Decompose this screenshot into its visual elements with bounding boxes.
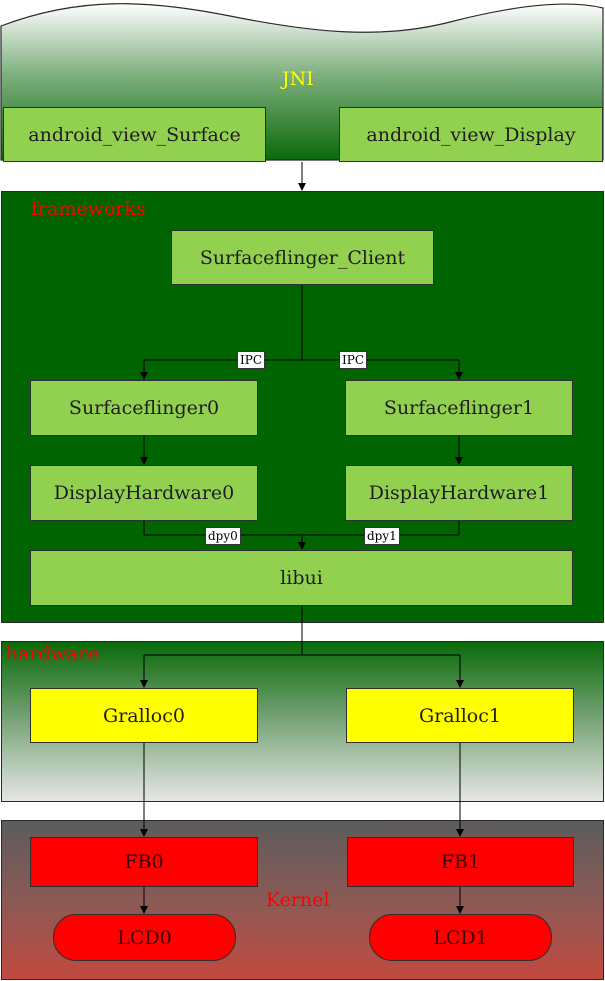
fb1-module: FB1: [347, 837, 574, 887]
lcd0-device: LCD0: [53, 914, 236, 961]
displayhardware1-module: DisplayHardware1: [345, 465, 573, 521]
android-view-surface-module: android_view_Surface: [3, 107, 266, 162]
gralloc0-module: Gralloc0: [30, 688, 258, 743]
lcd1-device: LCD1: [369, 914, 552, 961]
displayhardware0-module: DisplayHardware0: [30, 465, 258, 521]
android-view-display-module: android_view_Display: [339, 107, 603, 162]
hardware-layer-title: hardware: [6, 643, 99, 665]
surfaceflinger-client-module: Surfaceflinger_Client: [171, 230, 434, 285]
jni-layer-title: JNI: [282, 68, 314, 90]
surfaceflinger1-module: Surfaceflinger1: [345, 380, 573, 436]
surfaceflinger0-module: Surfaceflinger0: [30, 380, 258, 436]
ipc-label-right: IPC: [339, 351, 367, 369]
gralloc1-module: Gralloc1: [346, 688, 574, 743]
dpy0-label: dpy0: [205, 527, 241, 545]
libui-module: libui: [30, 550, 573, 606]
kernel-layer-title: Kernel: [266, 889, 330, 911]
fb0-module: FB0: [30, 837, 258, 887]
dpy1-label: dpy1: [364, 527, 400, 545]
frameworks-layer-title: frameworks: [31, 198, 146, 220]
ipc-label-left: IPC: [237, 351, 265, 369]
